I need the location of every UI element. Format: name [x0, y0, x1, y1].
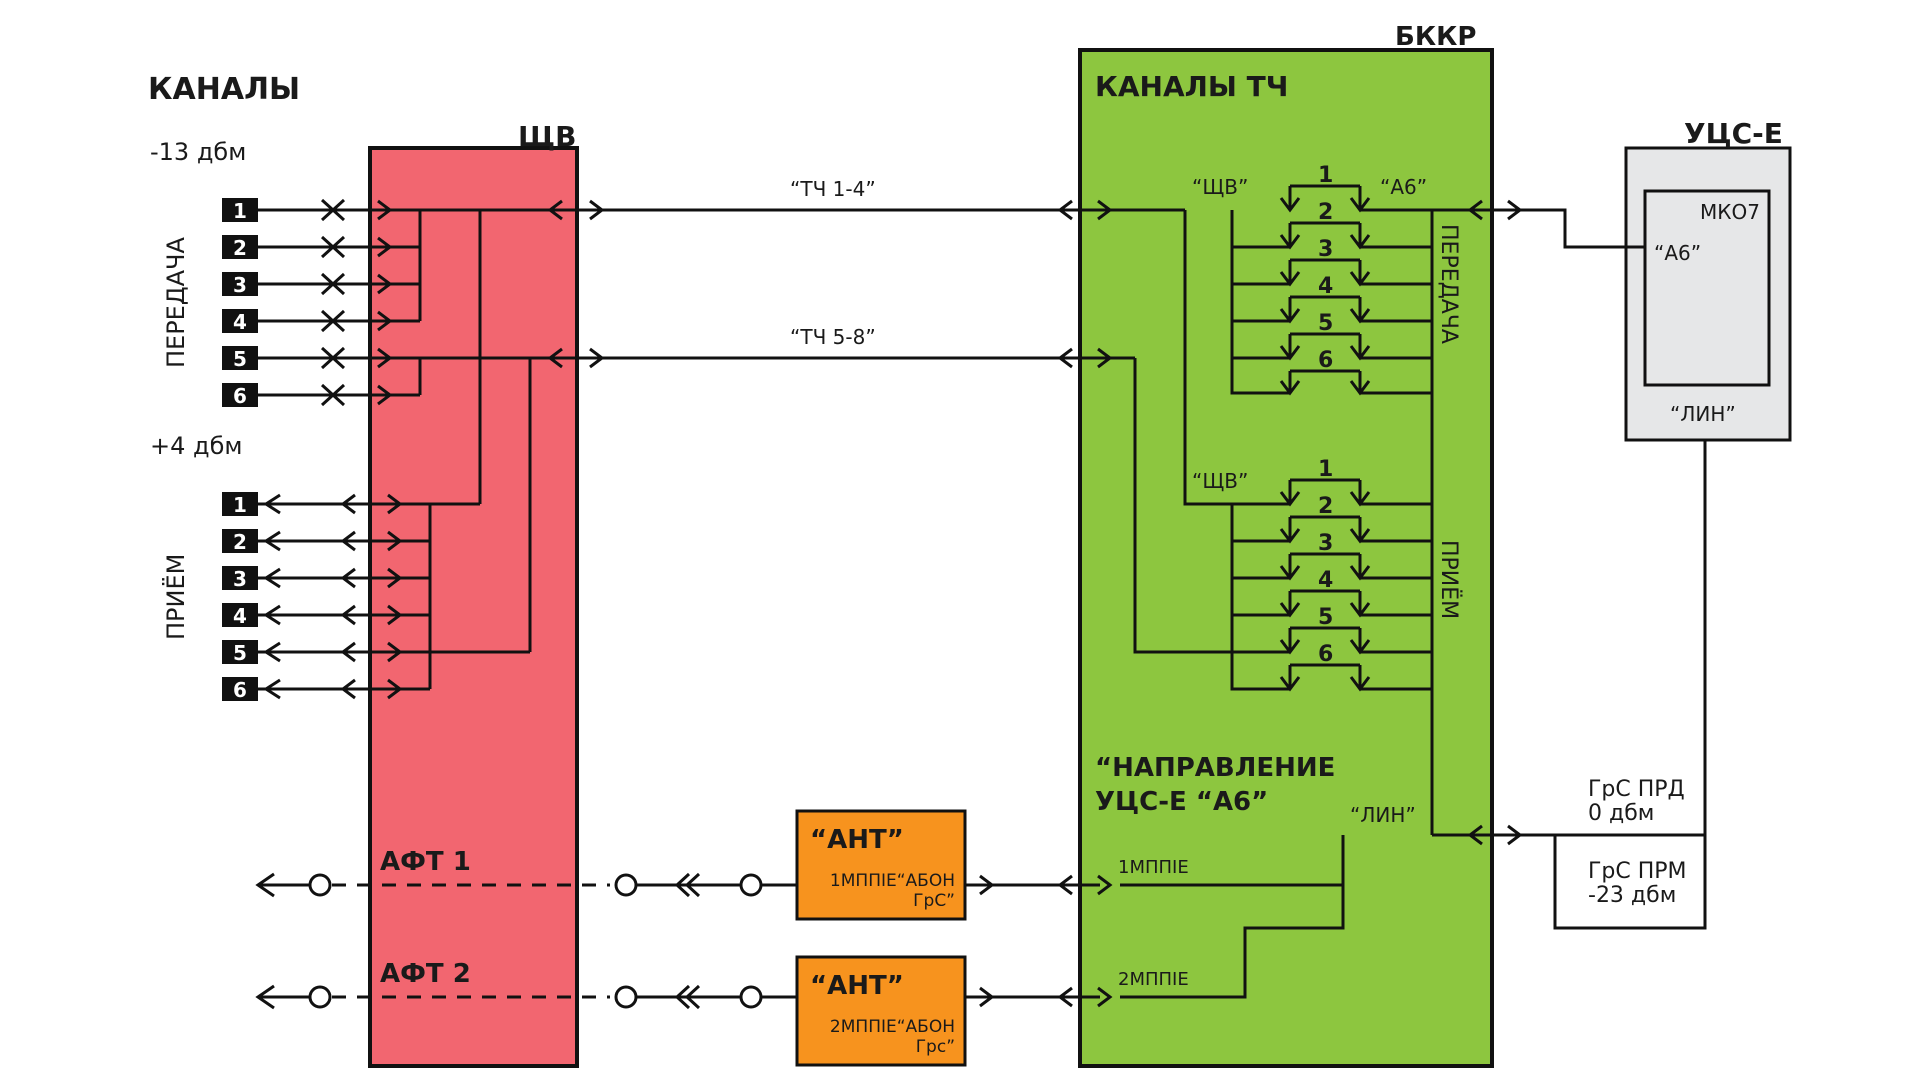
bkkr-shchv-tx: “ЩВ” [1192, 175, 1248, 199]
ant-block-1 [795, 809, 967, 921]
rx-ch-4: 4 [233, 604, 247, 628]
bkkr-lin: “ЛИН” [1350, 803, 1416, 827]
channels-title: КАНАЛЫ [148, 72, 300, 107]
grs-prd-1: ГрС ПРД [1588, 777, 1685, 802]
rx-level: +4 дбм [150, 432, 243, 460]
bkkr-tx-2: 2 [1318, 200, 1333, 225]
rx-lines [258, 210, 532, 700]
bkkr-rx-2: 2 [1318, 494, 1333, 519]
grs-prm-2: -23 дбм [1588, 883, 1676, 908]
tx-badges [222, 198, 258, 407]
bkkr-tx-4: 4 [1318, 274, 1333, 299]
bkkr-rx-6: 6 [1318, 642, 1333, 667]
tx-lines [258, 198, 600, 407]
aft1-label: АФТ 1 [380, 847, 471, 877]
shchv-block [368, 146, 579, 1068]
grs-prd-2: 0 дбм [1588, 801, 1654, 826]
direction-line2: УЦС-Е “А6” [1095, 787, 1268, 817]
aft1-line [255, 872, 1113, 898]
aft2-label: АФТ 2 [380, 959, 471, 989]
rx-ch-6: 6 [233, 678, 247, 702]
tx-ch-3: 3 [233, 273, 247, 297]
rx-vertical-label: ПРИЁМ [161, 554, 190, 640]
rx-ch-5: 5 [233, 641, 247, 665]
tx-vertical-label: ПЕРЕДАЧА [162, 237, 190, 368]
shchv-title: ЩВ [518, 120, 576, 153]
ant1-line2: ГрС” [913, 891, 955, 911]
bkkr-tx-numbers: 1 2 3 4 5 6 [1318, 163, 1333, 373]
tx-ch-6: 6 [233, 384, 247, 408]
rx-channel-numbers: 1 2 3 4 5 6 [233, 493, 247, 702]
mppie1-label: 1МППIЕ [1118, 857, 1189, 878]
bkkr-rx-1: 1 [1318, 457, 1333, 482]
tx-ch-2: 2 [233, 236, 247, 260]
bkkr-label: БККР [1395, 22, 1476, 52]
bkkr-rx-5: 5 [1318, 605, 1333, 630]
grs-prm-block [1553, 833, 1707, 930]
bkkr-rx-matrix [1230, 478, 1432, 692]
tx-ch-1: 1 [233, 199, 247, 223]
ucs-lin: “ЛИН” [1670, 402, 1736, 426]
lin-line [1120, 440, 1707, 999]
bkkr-a6-tx: “А6” [1380, 175, 1427, 199]
bkkr-tx-3: 3 [1318, 237, 1333, 262]
ant2-line1: 2МППIЕ“АБОН [830, 1017, 955, 1037]
bkkr-rx-vertical: ПРИЁМ [1436, 540, 1462, 619]
tx-channel-numbers: 1 2 3 4 5 6 [233, 199, 247, 408]
bkkr-shchv-rx: “ЩВ” [1192, 469, 1248, 493]
bkkr-rx-3: 3 [1318, 531, 1333, 556]
mppie2-label: 2МППIЕ [1118, 969, 1189, 990]
rx-ch-3: 3 [233, 567, 247, 591]
ant1-line1: 1МППIЕ“АБОН [830, 871, 955, 891]
rx-ch-1: 1 [233, 493, 247, 517]
trunk-a6 [1432, 199, 1645, 249]
mko7-label: МКО7 [1700, 200, 1760, 224]
grs-prm-1: ГрС ПРМ [1588, 859, 1687, 884]
ucs-title: УЦС-Е [1684, 117, 1783, 150]
bkkr-tx-1: 1 [1318, 163, 1333, 188]
mko7-block [1643, 189, 1771, 387]
ant-block-2 [795, 955, 967, 1067]
ant1-title: “АНТ” [810, 825, 904, 855]
tch58-label: “ТЧ 5-8” [790, 325, 876, 349]
bkkr-title: КАНАЛЫ ТЧ [1095, 70, 1288, 103]
ant2-line2: Грс” [916, 1037, 955, 1057]
tch14-label: “ТЧ 1-4” [790, 177, 876, 201]
rx-ch-2: 2 [233, 530, 247, 554]
bkkr-tx-5: 5 [1318, 311, 1333, 336]
trunk-tch58 [547, 347, 1135, 369]
trunk-tch14 [547, 199, 1185, 221]
ant2-title: “АНТ” [810, 971, 904, 1001]
bkkr-rx-numbers: 1 2 3 4 5 6 [1318, 457, 1333, 667]
rx-badges [222, 492, 258, 701]
bkkr-tx-6: 6 [1318, 348, 1333, 373]
ucs-a6: “А6” [1654, 241, 1701, 265]
bkkr-rx-4: 4 [1318, 568, 1333, 593]
aft2-line [255, 984, 1113, 1010]
direction-line1: “НАПРАВЛЕНИЕ [1095, 753, 1335, 783]
tx-ch-4: 4 [233, 310, 247, 334]
tx-level: -13 дбм [150, 138, 246, 166]
bkkr-tx-vertical: ПЕРЕДАЧА [1436, 224, 1461, 344]
bkkr-block [1078, 48, 1494, 1068]
tx-ch-5: 5 [233, 347, 247, 371]
